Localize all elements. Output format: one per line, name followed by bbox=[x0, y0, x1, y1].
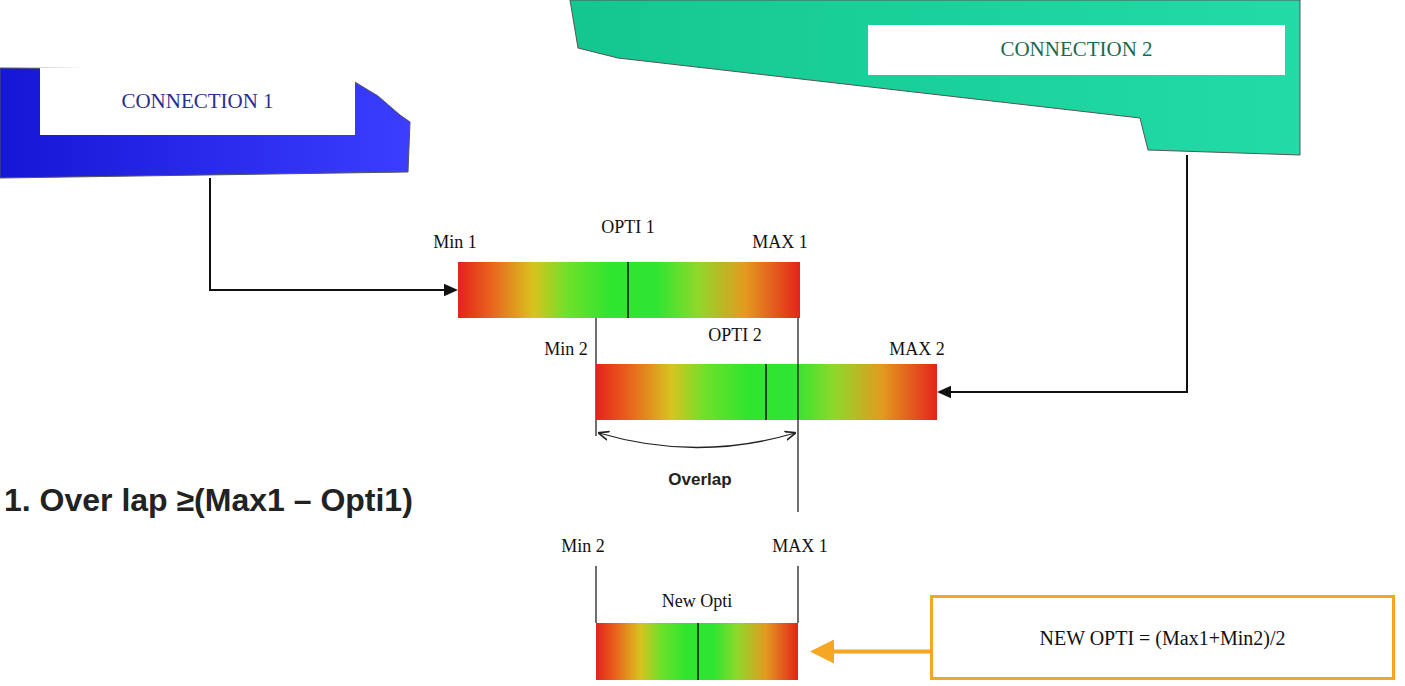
connection-part: CONNECTION 2 bbox=[570, 0, 1300, 155]
overlap-guide-line bbox=[797, 364, 798, 420]
range-label: MAX 1 bbox=[752, 232, 808, 254]
range-label: Min 2 bbox=[561, 536, 605, 558]
tolerance-bar: Min 2MAX 1New Opti bbox=[596, 623, 798, 680]
range-label: MAX 1 bbox=[772, 536, 828, 558]
tolerance-bar: Min 2OPTI 2MAX 2 bbox=[596, 364, 937, 420]
range-label: OPTI 2 bbox=[708, 325, 762, 347]
opti-tick bbox=[697, 623, 699, 680]
range-label: OPTI 1 bbox=[601, 217, 655, 239]
range-label: Min 1 bbox=[433, 232, 477, 254]
opti-tick bbox=[627, 262, 629, 318]
opti-tick bbox=[765, 364, 767, 420]
range-label: Min 2 bbox=[544, 339, 588, 361]
formula-text: NEW OPTI = (Max1+Min2)/2 bbox=[1039, 626, 1285, 650]
connection-body bbox=[0, 68, 410, 178]
connector-arrow bbox=[210, 178, 451, 290]
new-range-guide-line bbox=[797, 566, 798, 623]
connector-arrow bbox=[944, 155, 1187, 392]
formula-box: NEW OPTI = (Max1+Min2)/2 bbox=[930, 595, 1395, 680]
connector-arrow bbox=[822, 650, 930, 654]
overlap-dimension-arrow bbox=[599, 433, 795, 448]
new-range-guide-line bbox=[595, 566, 596, 623]
connection-label: CONNECTION 2 bbox=[868, 25, 1285, 75]
connection-body bbox=[570, 0, 1300, 155]
rule-heading: 1. Over lap ≥(Max1 – Opti1) bbox=[4, 481, 413, 519]
tolerance-bar: Min 1OPTI 1MAX 1 bbox=[458, 262, 800, 318]
range-label: MAX 2 bbox=[889, 339, 945, 361]
connection-outline bbox=[570, 0, 1300, 155]
overlap-label: Overlap bbox=[668, 470, 731, 490]
range-label: New Opti bbox=[662, 591, 733, 613]
connection-label: CONNECTION 1 bbox=[40, 68, 355, 135]
connection-part: CONNECTION 1 bbox=[0, 68, 410, 178]
